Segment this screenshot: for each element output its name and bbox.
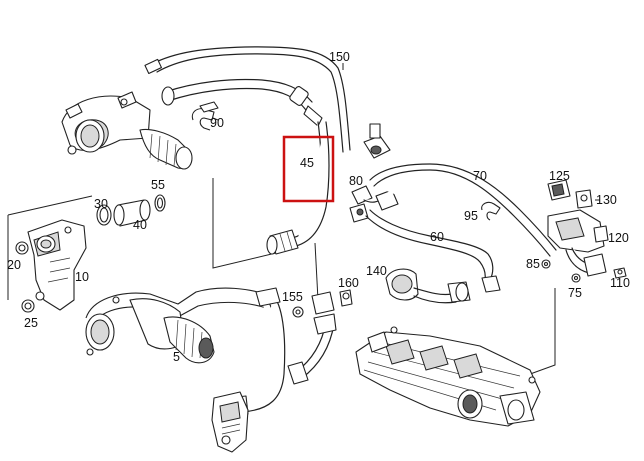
callout-110[interactable]: 110 (610, 276, 630, 290)
callout-70[interactable]: 70 (473, 169, 487, 183)
callout-60[interactable]: 60 (430, 230, 444, 244)
part-85-clip[interactable] (541, 259, 551, 269)
callout-labels: 150 90 45 70 80 125 55 30 40 95 130 60 1… (7, 50, 630, 364)
part-120-fitting[interactable] (593, 225, 609, 243)
part-140-hose[interactable] (385, 268, 471, 304)
callout-125[interactable]: 125 (549, 169, 570, 183)
part-30-ring[interactable] (96, 204, 112, 226)
right-valve-assembly[interactable] (547, 209, 607, 277)
part-25-washer[interactable] (21, 299, 35, 313)
callout-130[interactable]: 130 (596, 193, 617, 207)
part-45-hose[interactable] (266, 121, 330, 255)
part-90-clamp[interactable] (191, 101, 219, 131)
part-40-tube[interactable] (113, 199, 151, 227)
upper-vent-hose[interactable] (161, 78, 323, 127)
callout-140[interactable]: 140 (366, 264, 387, 278)
part-130-valve[interactable] (575, 189, 593, 209)
intake-manifold[interactable] (355, 326, 541, 427)
callout-25[interactable]: 25 (24, 316, 38, 330)
part-160-sensor[interactable] (339, 289, 353, 307)
part-95-clamp[interactable] (481, 201, 501, 221)
callout-150[interactable]: 150 (329, 50, 350, 64)
callout-75[interactable]: 75 (568, 286, 582, 300)
callout-45[interactable]: 45 (300, 156, 314, 170)
part-60-pipe[interactable] (365, 209, 501, 293)
part-125-valve[interactable] (547, 179, 571, 201)
callout-40[interactable]: 40 (133, 218, 147, 232)
callout-95[interactable]: 95 (464, 209, 478, 223)
part-70-pipe[interactable] (369, 163, 557, 257)
mid-connector-hose[interactable] (287, 291, 337, 385)
callout-30[interactable]: 30 (94, 197, 108, 211)
part-155-clip[interactable] (292, 306, 304, 318)
callout-10[interactable]: 10 (75, 270, 89, 284)
callout-90[interactable]: 90 (210, 116, 224, 130)
callout-120[interactable]: 120 (608, 231, 629, 245)
part-110-bolt[interactable] (613, 267, 627, 279)
highlight-box-45 (282, 135, 335, 203)
part-75-washer[interactable] (571, 273, 581, 283)
callout-20[interactable]: 20 (7, 258, 21, 272)
callout-85[interactable]: 85 (526, 257, 540, 271)
part-55-ring[interactable] (154, 194, 166, 212)
lower-bracket[interactable] (211, 391, 249, 453)
part-20-washer[interactable] (15, 241, 29, 255)
part-10-housing[interactable] (27, 219, 87, 311)
callout-55[interactable]: 55 (151, 178, 165, 192)
callout-5[interactable]: 5 (173, 350, 180, 364)
callout-155[interactable]: 155 (282, 290, 303, 304)
upper-valve-cluster[interactable] (363, 123, 399, 211)
upper-air-duct[interactable] (61, 91, 193, 170)
callout-160[interactable]: 160 (338, 276, 359, 290)
part-5-air-duct[interactable] (85, 287, 271, 364)
callout-80[interactable]: 80 (349, 174, 363, 188)
